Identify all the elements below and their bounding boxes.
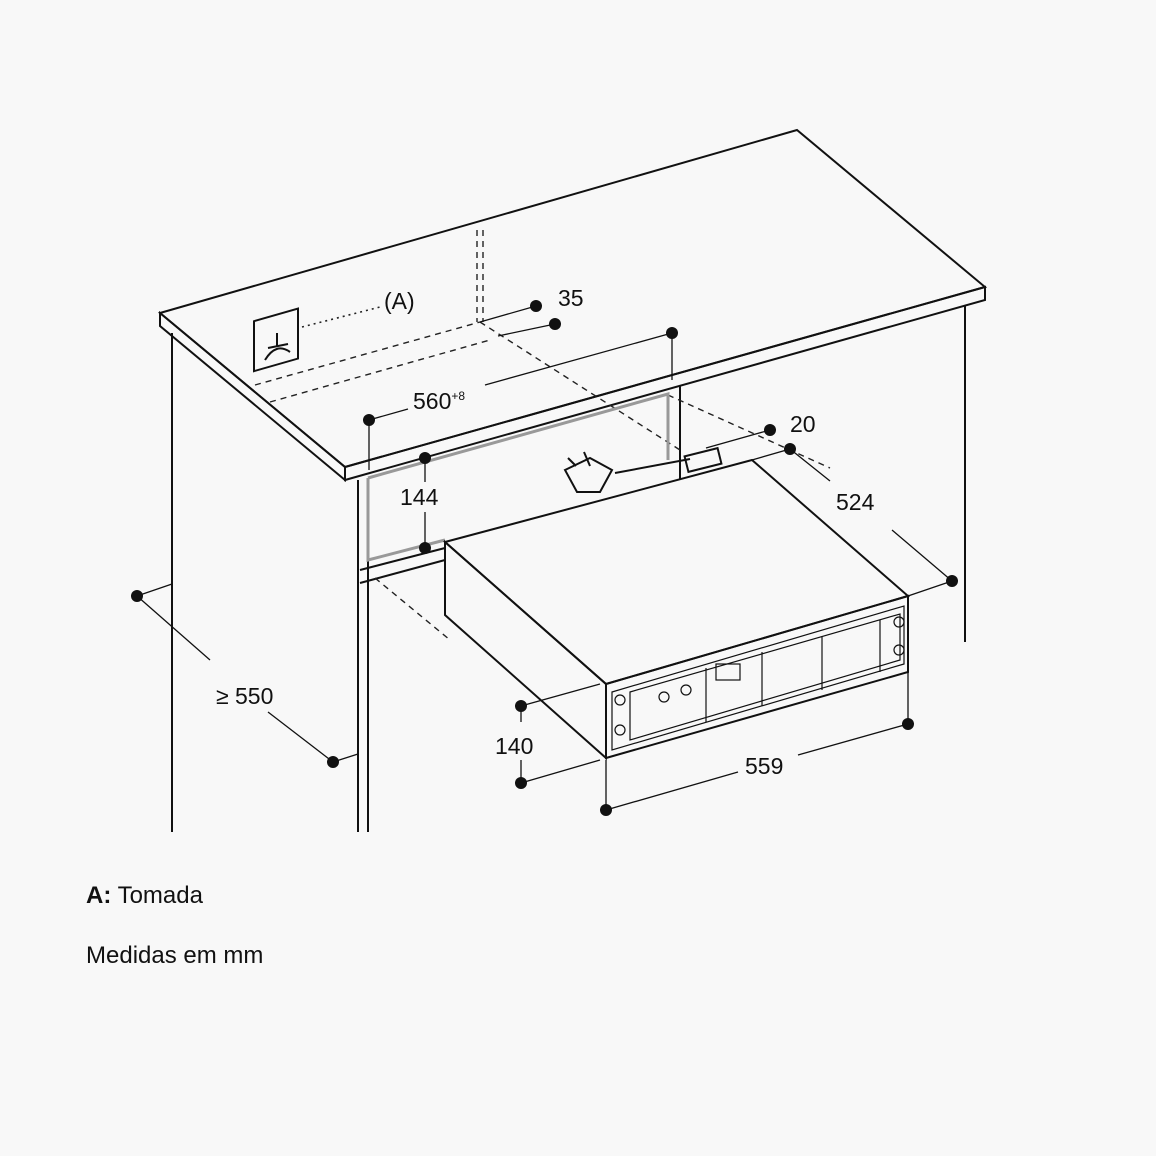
power-cord: [614, 446, 723, 474]
legend-a-key: A:: [86, 882, 112, 909]
marker-a: (A): [384, 288, 415, 314]
dim-550-label: ≥ 550: [216, 683, 273, 709]
plug-icon: [563, 451, 614, 493]
dim-524-label: 524: [836, 489, 875, 515]
dim-144-label: 144: [400, 484, 439, 510]
socket-icon: [253, 307, 299, 373]
dim-35-label: 35: [558, 285, 584, 311]
legend-units: Medidas em mm: [86, 942, 264, 969]
hidden-edges: [254, 230, 831, 641]
dim-20: 20: [705, 411, 816, 461]
dim-559-label: 559: [745, 753, 783, 779]
countertop: [157, 128, 988, 483]
dim-140-label: 140: [495, 733, 533, 759]
dim-144: 144: [400, 452, 439, 554]
dim-35: 35: [479, 285, 584, 337]
dim-20-label: 20: [790, 411, 816, 437]
legend-a-text: Tomada: [117, 882, 203, 909]
dim-524: 524: [789, 448, 958, 597]
dim-550: ≥ 550: [131, 583, 359, 768]
dim-560-label: 560+8: [413, 388, 465, 414]
legend-a: A: Tomada: [86, 882, 203, 910]
dim-560: 560+8: [363, 327, 678, 470]
dim-559: 559: [600, 672, 914, 816]
installation-diagram: (A) 35: [131, 128, 988, 832]
dim-140: 140: [495, 683, 601, 789]
cabinet: [171, 305, 966, 832]
